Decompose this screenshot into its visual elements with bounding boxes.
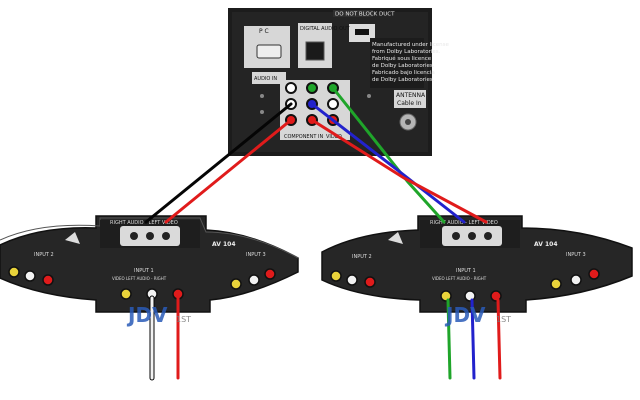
model-label: AV 104: [534, 241, 558, 248]
dolby-notice: Manufactured under license from Dolby La…: [370, 38, 449, 88]
svg-text:Fabriqué sous licence: Fabriqué sous licence: [372, 55, 432, 62]
input-2-label: INPUT 2: [352, 254, 372, 260]
cable-blue: [470, 298, 476, 380]
watermark-text: JDV: [126, 303, 168, 327]
usb-port: [355, 29, 369, 35]
cables: [144, 86, 502, 381]
av-switch-left: RIGHT AUDIO - LEFT VIDEO AV 104 INPUT 2 …: [0, 215, 299, 313]
component-in-label: COMPONENT IN: [284, 134, 323, 140]
cable-green: [446, 298, 452, 380]
front-port-labels: VIDEO LEFT AUDIO - RIGHT: [112, 276, 167, 281]
watermark-text: JDV: [444, 303, 486, 327]
cable-green: [331, 86, 446, 224]
cable-in-label: Cable In: [397, 100, 422, 107]
av-switch-right: RIGHT AUDIO - LEFT VIDEO AV 104 INPUT 2 …: [321, 215, 633, 313]
watermark-suffix: 1ST: [176, 315, 191, 324]
audio-in-label: AUDIO IN: [254, 76, 277, 82]
input-2-label: INPUT 2: [34, 252, 54, 258]
pc-label: P C: [259, 28, 269, 35]
model-label: AV 104: [212, 241, 236, 248]
cable-red: [310, 118, 488, 224]
cable-red: [164, 118, 293, 224]
logo-icon: [388, 232, 403, 244]
input-1-label: INPUT 1: [134, 268, 154, 274]
duct-note-label: DO NOT BLOCK DUCT: [335, 12, 395, 18]
top-port-labels: RIGHT AUDIO - LEFT VIDEO: [110, 220, 178, 226]
input-1-label: INPUT 1: [456, 268, 476, 274]
front-port-labels: VIDEO LEFT AUDIO - RIGHT: [432, 276, 487, 281]
svg-text:Manufactured under license: Manufactured under license: [372, 42, 449, 48]
svg-text:de Dolby Laboratories.: de Dolby Laboratories.: [372, 77, 435, 83]
svg-text:de Dolby Laboratories.: de Dolby Laboratories.: [372, 63, 435, 69]
watermark-suffix: 1ST: [496, 315, 511, 324]
cable-black: [144, 102, 293, 224]
digital-audio-label: DIGITAL AUDIO OUT: [300, 26, 351, 32]
input-3-label: INPUT 3: [566, 252, 586, 258]
svg-text:Fabricado bajo licencia: Fabricado bajo licencia: [372, 70, 435, 76]
video-label: VIDEO: [326, 134, 342, 140]
cable-blue: [310, 102, 466, 224]
optical-port: [305, 41, 325, 61]
tv-back-panel: DO NOT BLOCK DUCT P C DIGITAL AUDIO OUT …: [228, 8, 449, 156]
input-3-label: INPUT 3: [246, 252, 266, 258]
logo-icon: [65, 232, 80, 244]
watermark-right: JDV 1ST: [444, 303, 511, 327]
jack-yellow: [8, 266, 20, 278]
cable-red: [496, 298, 502, 380]
vga-port: [256, 44, 282, 59]
svg-text:from Dolby Laboratories.: from Dolby Laboratories.: [372, 49, 441, 55]
antenna-label: ANTENNA: [396, 92, 426, 99]
watermark-left: JDV 1ST: [126, 303, 191, 327]
